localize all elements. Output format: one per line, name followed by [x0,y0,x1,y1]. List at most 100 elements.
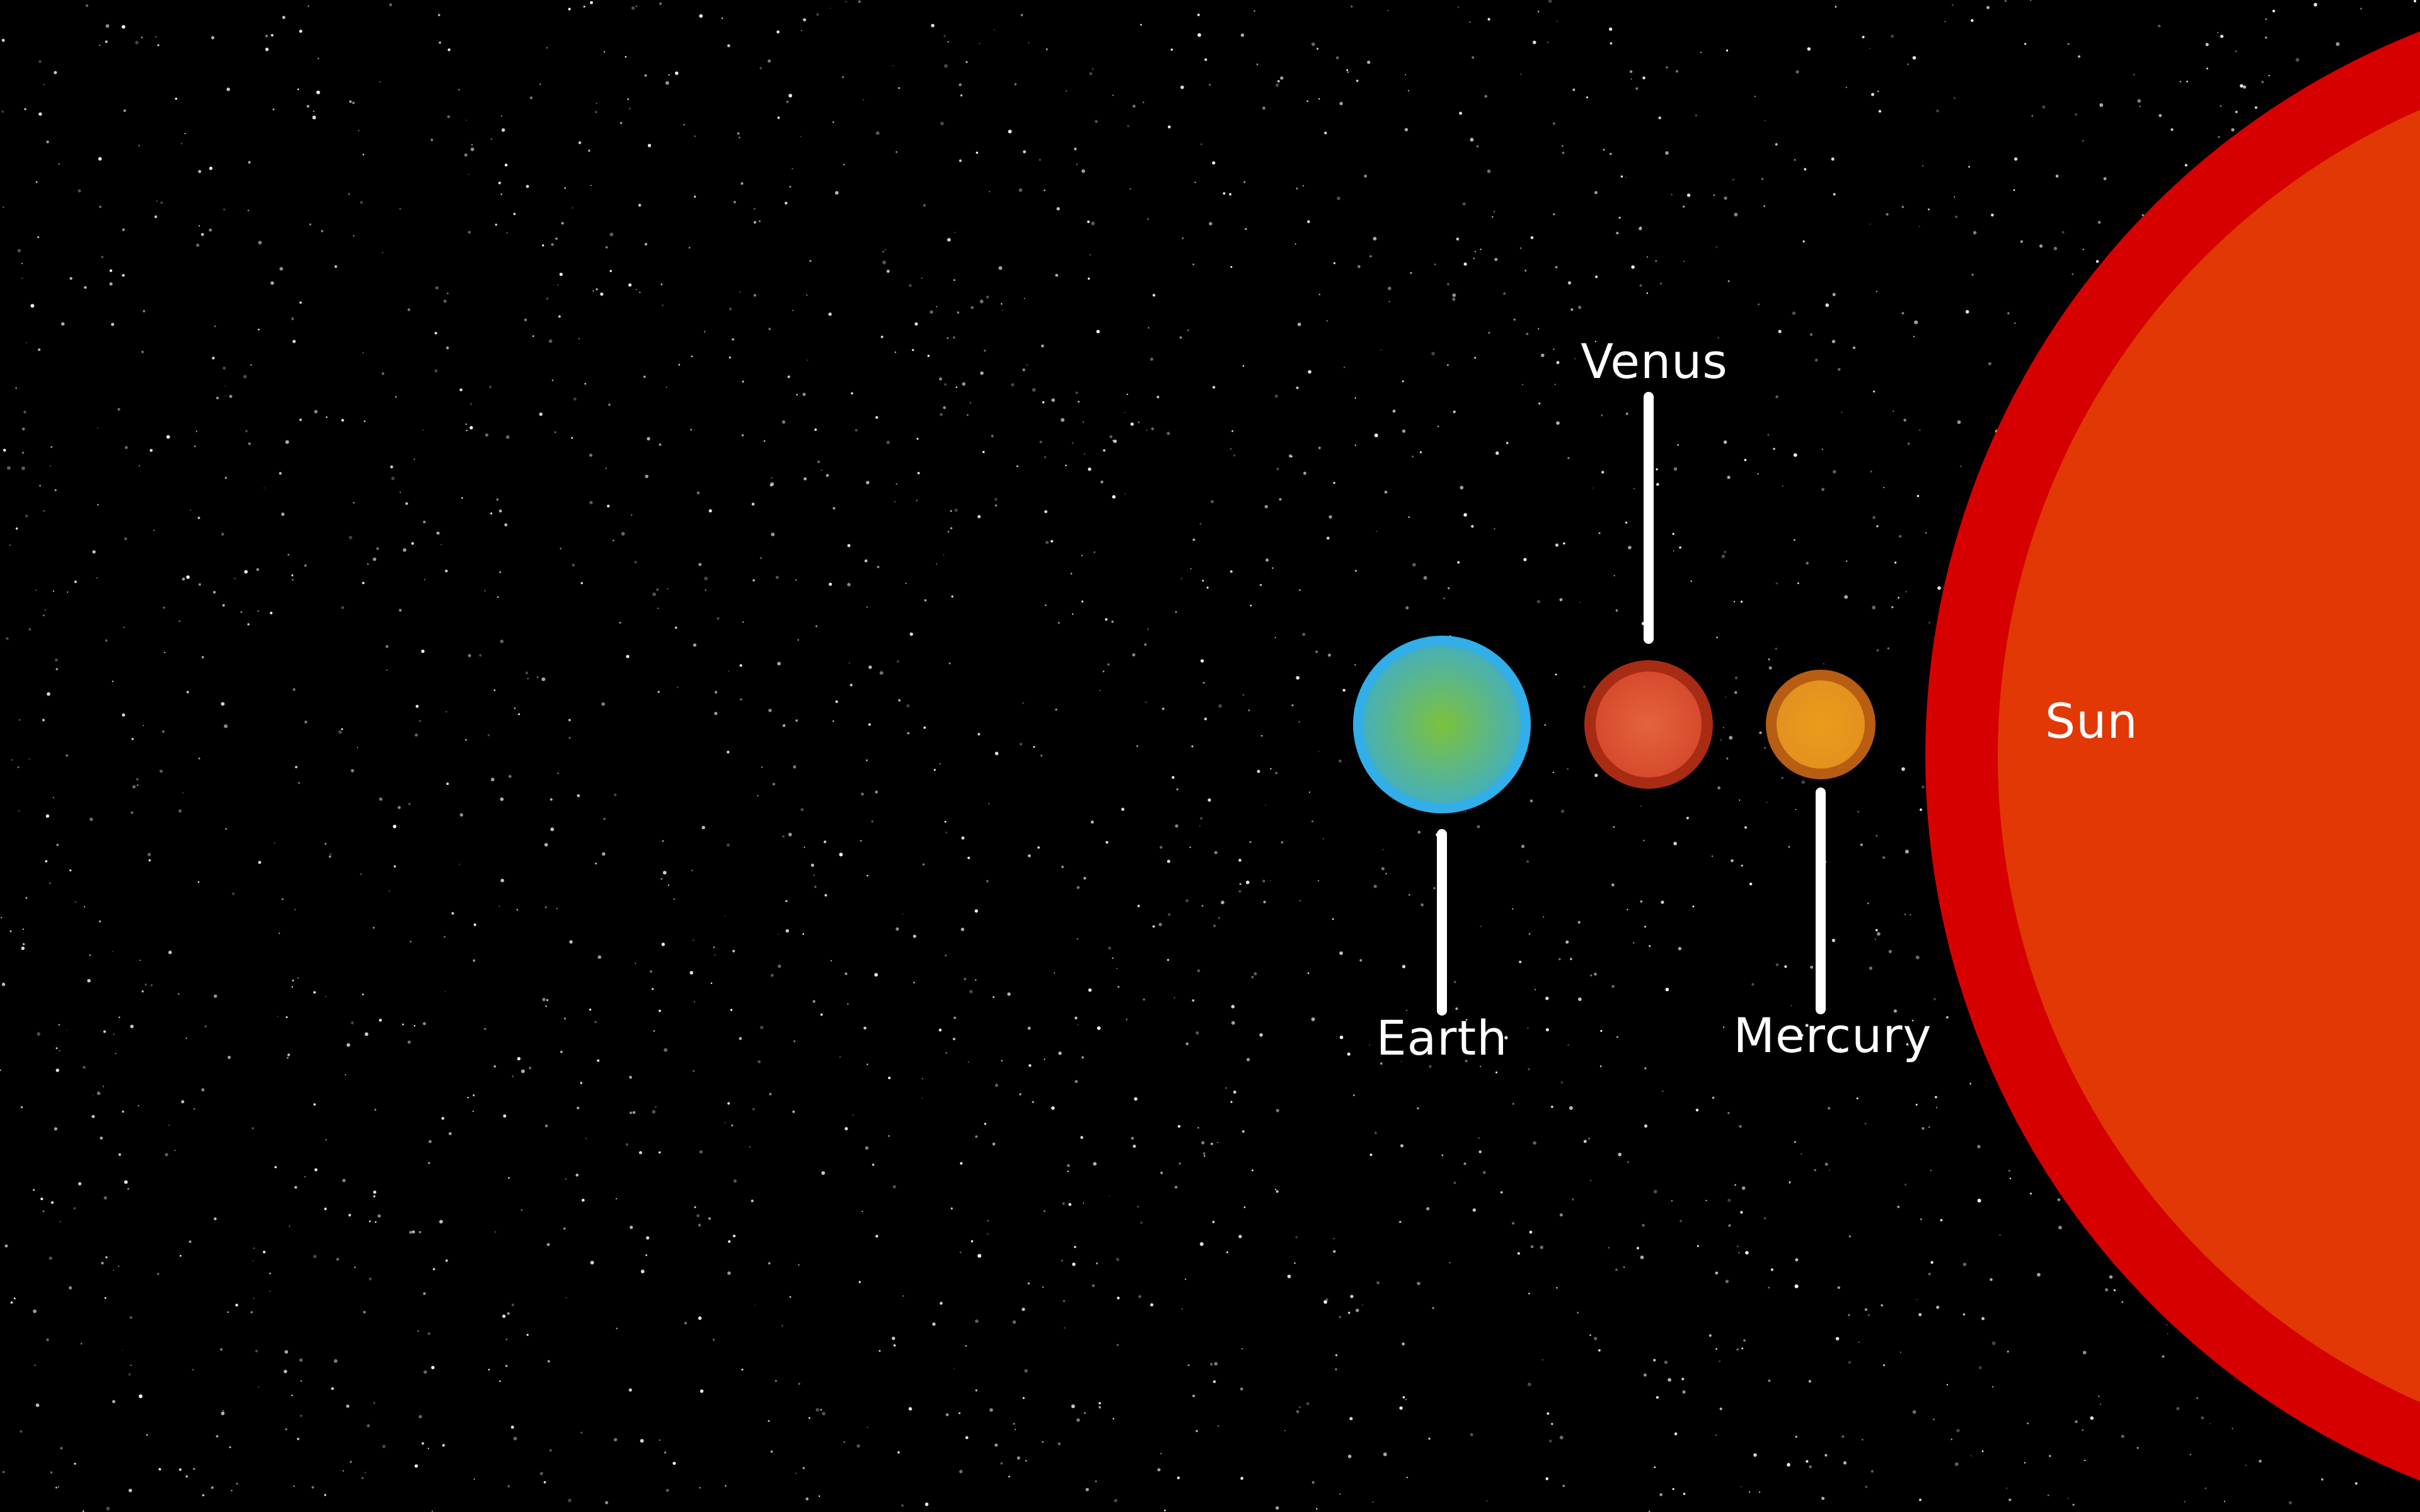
star [1325,1298,1328,1301]
star [1202,1152,1206,1155]
star [537,676,539,678]
star [2082,1351,2087,1354]
star [1185,899,1189,903]
star [2053,246,2058,251]
star [1969,1082,1972,1085]
star [792,309,794,311]
star [1449,1262,1451,1264]
star [49,465,51,467]
star [1907,442,1910,445]
star [379,797,383,801]
star [1712,1096,1715,1099]
star [9,544,11,546]
star [1725,696,1726,698]
star [193,1108,195,1110]
star [865,1146,869,1150]
star [1770,1268,1773,1271]
star [965,1345,967,1347]
star [1044,1058,1046,1060]
star [1716,636,1718,639]
star [1768,658,1770,661]
star [349,100,352,103]
star [1954,1462,1959,1467]
star [1872,605,1876,610]
star [2242,85,2247,89]
star [129,1316,132,1319]
star [1744,459,1747,461]
star [1726,757,1729,760]
star [412,1230,415,1234]
star [815,1408,819,1412]
star [1075,1016,1078,1020]
star [1126,1019,1127,1021]
star [613,1438,618,1441]
star [98,157,102,161]
star [1465,1060,1468,1063]
star [229,394,233,398]
star [1952,4,1954,6]
star [34,1364,36,1366]
star [1156,396,1160,399]
star [1845,86,1847,88]
star [1891,606,1894,609]
star [1494,258,1498,261]
star [1192,263,1195,266]
star [1084,1412,1086,1414]
star [1209,222,1213,226]
star [1441,1154,1444,1157]
star [367,1424,370,1428]
star [752,579,755,582]
star [1158,922,1162,927]
star [753,208,756,210]
star [1594,774,1598,777]
star [1530,1245,1534,1249]
star [1487,18,1490,21]
star [43,614,45,617]
star [1977,1198,1981,1203]
star [367,563,369,565]
star [78,189,81,193]
star [1882,1364,1886,1366]
star [2321,1478,2324,1481]
star [252,1260,253,1262]
star [1240,1477,1243,1480]
star [603,818,606,820]
star [1541,353,1545,357]
star [1459,112,1463,115]
star [1190,568,1192,570]
star [341,418,344,422]
star [212,357,215,360]
star [465,739,467,741]
star [150,984,153,987]
star [54,71,57,74]
star [181,143,183,145]
venus-leader-line [1644,392,1654,644]
star [759,557,762,559]
star [667,588,669,590]
star [897,1451,900,1454]
star [1374,1131,1377,1135]
star [1214,1361,1218,1366]
star [1583,1140,1587,1143]
star [415,733,418,737]
star [1794,159,1796,161]
star [21,946,25,951]
star [1167,432,1170,435]
star [660,878,663,880]
star [1276,1190,1279,1193]
star [504,523,508,527]
star [1829,1169,1831,1171]
star [21,451,25,454]
star [468,654,471,658]
star [785,929,790,933]
star [1274,1188,1277,1191]
star [80,1343,83,1345]
star [294,909,296,910]
star [554,431,556,433]
star [1715,1348,1717,1350]
star [224,724,228,728]
star [2113,1289,2116,1292]
star [950,510,952,512]
star [944,64,948,68]
star [1937,586,1941,590]
